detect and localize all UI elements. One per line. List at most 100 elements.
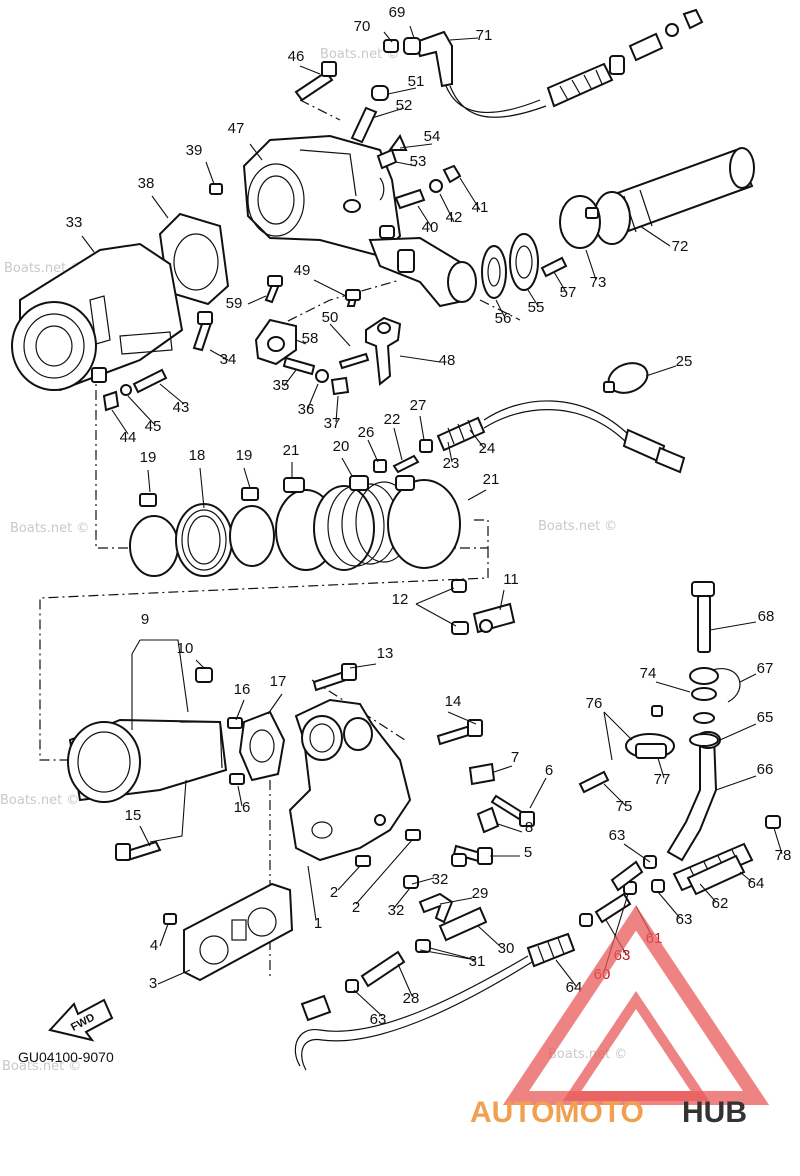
callout-c3: 3	[149, 975, 157, 992]
hose-11	[451, 579, 516, 635]
hose-71	[383, 30, 547, 118]
callout-c18: 18	[189, 447, 206, 464]
fwd-arrow: FWD	[48, 998, 114, 1042]
diagram-code: GU04100-9070	[18, 1049, 114, 1065]
wire-67	[711, 668, 741, 703]
hose-24	[436, 400, 686, 474]
callout-c19: 19	[140, 449, 157, 466]
callout-c33: 33	[66, 214, 83, 231]
logo-text-automoto: AUTOMOTO	[470, 1096, 644, 1129]
callout-c23: 23	[443, 455, 460, 472]
callout-c57: 57	[560, 284, 577, 301]
callout-c53: 53	[410, 153, 427, 170]
callout-c56: 56	[495, 310, 512, 327]
callout-c51: 51	[408, 73, 425, 90]
pins-2	[355, 829, 421, 867]
watermark-text: Boats.net ©	[538, 519, 617, 534]
callout-c65: 65	[757, 709, 774, 726]
callout-c35: 35	[273, 377, 290, 394]
bolt-59	[264, 275, 283, 304]
callout-c32b: 32	[388, 902, 405, 919]
gasket-3	[183, 882, 294, 982]
callout-c38: 38	[138, 175, 155, 192]
bolt-10	[195, 667, 213, 683]
hose-64b	[294, 913, 593, 1071]
callout-c54: 54	[424, 128, 441, 145]
fitting-60	[594, 881, 637, 924]
callout-c28: 28	[403, 990, 420, 1007]
callout-c45: 45	[145, 418, 162, 435]
pin-39	[209, 183, 223, 195]
bolt-14	[436, 719, 483, 746]
hose-30	[438, 906, 488, 942]
callout-c41: 41	[472, 199, 489, 216]
callout-c66: 66	[757, 761, 774, 778]
callout-c4: 4	[150, 937, 158, 954]
bracket-48	[365, 316, 402, 386]
bolt-15	[115, 840, 162, 862]
callout-c42: 42	[446, 209, 463, 226]
callout-c31: 31	[469, 953, 486, 970]
callout-c11: 11	[503, 571, 519, 588]
gasket-56	[481, 245, 507, 299]
callout-c22: 22	[384, 411, 401, 428]
callout-c48: 48	[439, 352, 456, 369]
callout-c40: 40	[422, 219, 439, 236]
logo-triangle-inner	[562, 990, 710, 1101]
stud-35	[282, 356, 350, 396]
callout-c24: 24	[479, 440, 496, 457]
clamp-19b	[229, 487, 275, 567]
callout-c77: 77	[654, 771, 671, 788]
fitting-65	[689, 733, 719, 747]
callout-c2b: 2	[352, 899, 360, 916]
watermark-text: Boats.net ©	[548, 1047, 627, 1062]
callout-c72: 72	[672, 238, 689, 255]
callout-c16: 16	[234, 681, 251, 698]
stud-22	[373, 439, 433, 474]
callout-c43: 43	[173, 399, 190, 416]
gasket-17	[238, 710, 286, 782]
pin-4	[163, 913, 177, 925]
callout-c69: 69	[389, 4, 406, 21]
callout-c25: 25	[676, 353, 693, 370]
hose-28	[345, 950, 406, 993]
manifold-1	[288, 698, 412, 862]
callout-c76: 76	[586, 695, 603, 712]
bolt-75	[578, 770, 610, 794]
callout-c59: 59	[226, 295, 243, 312]
callout-c30: 30	[498, 940, 515, 957]
bolt-34	[192, 311, 214, 352]
callout-c14: 14	[445, 693, 462, 710]
callout-c7: 7	[511, 749, 519, 766]
hose-29	[418, 892, 454, 924]
callout-c13: 13	[377, 645, 394, 662]
callout-c74: 74	[640, 665, 657, 682]
watermarks: Boats.net © Boats.net © Boats.net © Boat…	[0, 47, 627, 1074]
bolt-68	[691, 581, 715, 653]
callout-c9: 9	[141, 611, 149, 628]
callout-c75: 75	[616, 798, 633, 815]
watermark-text: Boats.net ©	[2, 1059, 81, 1074]
bolt-50	[338, 352, 370, 370]
callout-c64b: 64	[566, 979, 583, 996]
callout-c20: 20	[333, 438, 350, 455]
hose-20	[313, 475, 413, 571]
stud-43	[102, 368, 168, 412]
callout-c73: 73	[590, 274, 607, 291]
flange-55	[509, 233, 539, 291]
callout-c26: 26	[358, 424, 375, 441]
clamp-73	[559, 195, 601, 249]
hose-64	[686, 854, 746, 896]
logo-text-hub: HUB	[682, 1096, 747, 1129]
callout-c62: 62	[712, 895, 729, 912]
callout-c50: 50	[322, 309, 339, 326]
bracket-58	[254, 318, 297, 366]
bracket-77	[625, 705, 675, 759]
watermark-text: Boats.net ©	[320, 47, 399, 62]
callout-c12: 12	[392, 591, 409, 608]
callout-c63d: 63	[370, 1011, 387, 1028]
callout-c68: 68	[758, 608, 775, 625]
callout-c55: 55	[528, 299, 545, 316]
pins-16	[227, 717, 245, 785]
